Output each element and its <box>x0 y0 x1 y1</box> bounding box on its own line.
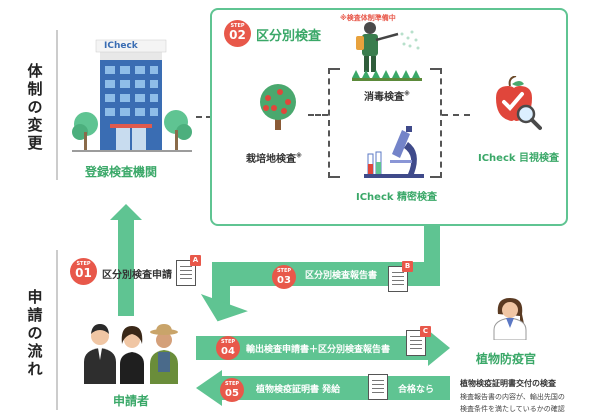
step05-arrow-head <box>196 370 222 406</box>
step04-document-tag: C <box>420 326 431 337</box>
step05-document-icon <box>368 374 388 400</box>
precision-label: ICheck 精密検査 <box>356 188 437 203</box>
section-divider-top <box>56 30 58 180</box>
step02-title: 区分別検査 <box>256 29 322 44</box>
step05-badge: STEP 05 <box>220 378 244 402</box>
step04-label: 輸出検査申請書＋区分別検査報告書 <box>246 345 391 355</box>
precision-text: ICheck 精密検査 <box>356 192 438 203</box>
disinfection-text: 消毒検査 <box>364 92 404 103</box>
step05-pass-label: 合格なら <box>398 385 435 395</box>
cultivation-mark: ※ <box>296 152 302 160</box>
section-label-system-change: 体制の変更 <box>27 62 43 152</box>
step02-note: ※検査体制準備中 <box>340 14 396 22</box>
step01-badge: STEP 01 <box>70 258 97 285</box>
quarantine-caption-title: 植物検疫証明書交付の検査 <box>460 379 556 388</box>
step03-step-word: STEP <box>276 268 292 274</box>
disinfection-mark: ※ <box>404 90 410 98</box>
visual-text: ICheck 目視検査 <box>478 153 560 164</box>
step01-label: 区分別検査申請 <box>102 270 172 281</box>
registered-agency-label: 登録検査機関 <box>85 165 158 179</box>
quarantine-label: 植物防疫官 <box>476 352 537 366</box>
step04-number: 04 <box>221 346 235 357</box>
cultivation-label: 栽培地検査※ <box>246 150 302 165</box>
step04-step-word: STEP <box>220 339 236 345</box>
step03-arrow-down <box>424 226 440 262</box>
step05-arrow-band <box>222 376 450 400</box>
dashed-bracket-left <box>328 68 340 178</box>
building-sign: ICheck <box>104 41 138 51</box>
quarantine-officer-icon <box>490 296 530 341</box>
step04-arrow-head <box>428 330 450 366</box>
step02-number: 02 <box>229 28 246 42</box>
quarantine-caption-line1: 検査報告書の内容が、輸出先国の <box>460 393 565 401</box>
step03-arrow-bend <box>212 262 230 306</box>
section-divider-bottom <box>56 250 58 410</box>
step05-label: 植物検疫証明書 発給 <box>256 385 341 395</box>
step05-number: 05 <box>225 388 239 399</box>
quarantine-caption-line2: 検査条件を満たしているかの確認 <box>460 405 565 413</box>
step03-document-tag: B <box>402 261 413 272</box>
step03-document-icon <box>388 266 408 292</box>
step01-document-tag: A <box>190 255 201 266</box>
step03-number: 03 <box>277 275 291 286</box>
apple-tree-icon <box>256 82 300 132</box>
step05-step-word: STEP <box>224 381 240 387</box>
step01-arrow-shaft <box>118 218 134 316</box>
step01-number: 01 <box>75 266 92 280</box>
visual-label: ICheck 目視検査 <box>478 149 559 164</box>
step03-badge: STEP 03 <box>272 265 296 289</box>
step01-arrow-head <box>110 204 142 220</box>
dashed-bracket-left-stem <box>308 114 328 116</box>
cultivation-text: 栽培地検査 <box>246 154 296 165</box>
dashed-bracket-right-stem <box>442 114 470 116</box>
sprayer-person-icon <box>352 20 422 82</box>
applicant-people-icon <box>82 322 182 384</box>
disinfection-label: 消毒検査※ <box>364 88 410 103</box>
registered-agency-building-icon <box>72 28 192 153</box>
step03-label: 区分別検査報告書 <box>305 271 378 281</box>
section-label-application-flow: 申請の流れ <box>27 288 43 378</box>
step01-step-word: STEP <box>76 261 91 267</box>
step02-badge: STEP 02 <box>224 20 251 47</box>
applicant-label: 申請者 <box>113 394 150 408</box>
step04-badge: STEP 04 <box>216 336 240 360</box>
dashed-bracket-right <box>430 68 442 178</box>
step02-step-word: STEP <box>230 23 245 29</box>
apple-magnifier-icon <box>490 75 542 132</box>
step01-document-icon <box>176 260 196 286</box>
microscope-icon <box>364 124 426 182</box>
